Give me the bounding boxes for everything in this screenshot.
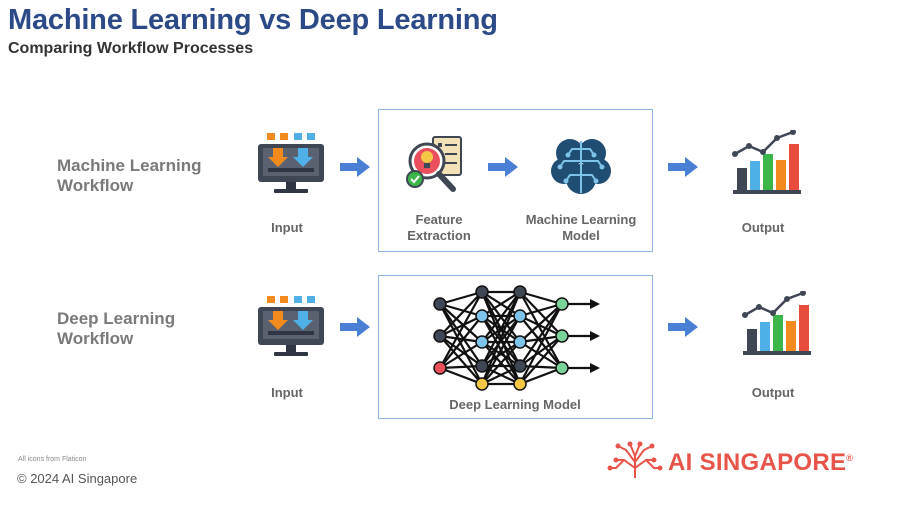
- network-node: [475, 285, 489, 299]
- network-edge: [439, 335, 483, 385]
- network-edge: [481, 315, 521, 367]
- network-node: [555, 329, 569, 343]
- network-edge: [519, 341, 563, 369]
- network-edge: [519, 303, 563, 343]
- network-edge: [519, 290, 563, 306]
- network-node: [433, 297, 447, 311]
- right-arrow-icon: [340, 317, 370, 337]
- network-edge: [481, 291, 521, 317]
- dl-process-box: [378, 275, 653, 419]
- bar-chart-growth-icon: [731, 130, 801, 196]
- right-arrow-icon: [488, 157, 518, 177]
- icons-credit: All icons from Flaticon: [18, 456, 87, 463]
- network-node: [475, 335, 489, 349]
- network-edge: [519, 291, 563, 369]
- network-edge: [481, 315, 521, 385]
- network-edge: [519, 334, 563, 344]
- network-edge: [481, 341, 521, 385]
- neural-network-icon: [430, 284, 602, 391]
- dl-input-label: Input: [271, 385, 303, 400]
- network-edge: [439, 334, 483, 344]
- network-edge: [439, 315, 483, 337]
- network-node: [513, 359, 527, 373]
- network-edge: [439, 364, 483, 370]
- network-output-arrowhead: [590, 299, 600, 309]
- bar-chart-growth-icon: [741, 291, 811, 357]
- network-edge: [519, 303, 563, 367]
- network-node: [555, 297, 569, 311]
- network-edge: [481, 291, 521, 343]
- network-edge: [519, 303, 563, 385]
- network-edge: [519, 302, 563, 318]
- network-node: [475, 309, 489, 323]
- network-edge: [439, 315, 483, 369]
- network-edge: [439, 291, 483, 337]
- circuit-tree-logo-icon: [606, 438, 664, 480]
- network-edge: [519, 335, 563, 385]
- network-node: [513, 309, 527, 323]
- network-edge: [439, 303, 483, 385]
- network-edge: [439, 366, 483, 386]
- right-arrow-icon: [668, 317, 698, 337]
- ml-workflow-label: Machine Learning Workflow: [57, 156, 202, 195]
- network-edge: [439, 291, 483, 369]
- copyright: © 2024 AI Singapore: [17, 471, 138, 486]
- network-edge: [439, 302, 483, 318]
- network-edge: [439, 303, 483, 367]
- network-edge: [519, 366, 563, 386]
- network-edge: [481, 341, 521, 367]
- brand-name: AI SINGAPORE®: [668, 449, 854, 476]
- network-output-arrowhead: [590, 331, 600, 341]
- ml-output-label: Output: [741, 220, 785, 235]
- network-edge: [439, 290, 483, 306]
- network-edge: [439, 335, 483, 367]
- network-node: [555, 361, 569, 375]
- dl-model-label: Deep Learning Model: [449, 397, 581, 412]
- network-edge: [481, 291, 521, 367]
- dl-workflow-label: Deep Learning Workflow: [57, 309, 176, 348]
- network-edge: [519, 364, 563, 370]
- right-arrow-icon: [340, 157, 370, 177]
- network-node: [433, 361, 447, 375]
- brain-circuit-icon: [550, 135, 612, 197]
- ml-model-label: Machine Learning Model: [525, 212, 637, 243]
- network-node: [433, 329, 447, 343]
- network-node: [475, 359, 489, 373]
- network-edge: [439, 341, 483, 369]
- network-node: [513, 285, 527, 299]
- dl-output-label: Output: [751, 385, 795, 400]
- network-node: [513, 335, 527, 349]
- network-output-arrowhead: [590, 363, 600, 373]
- monitor-download-icon: [256, 130, 326, 196]
- feature-extraction-label: Feature Extraction: [407, 212, 471, 243]
- ml-process-box: [378, 109, 653, 252]
- page-title: Machine Learning vs Deep Learning: [8, 4, 498, 36]
- network-edge: [519, 315, 563, 337]
- network-edge: [480, 291, 522, 385]
- monitor-download-icon: [256, 293, 326, 359]
- network-edge: [519, 291, 563, 337]
- network-node: [475, 377, 489, 391]
- magnifier-bulb-checklist-icon: [403, 131, 467, 197]
- network-edge: [519, 335, 563, 367]
- network-edge: [439, 303, 483, 343]
- network-edge: [481, 365, 521, 385]
- network-node: [513, 377, 527, 391]
- page-subtitle: Comparing Workflow Processes: [8, 40, 254, 57]
- ml-input-label: Input: [271, 220, 303, 235]
- right-arrow-icon: [668, 157, 698, 177]
